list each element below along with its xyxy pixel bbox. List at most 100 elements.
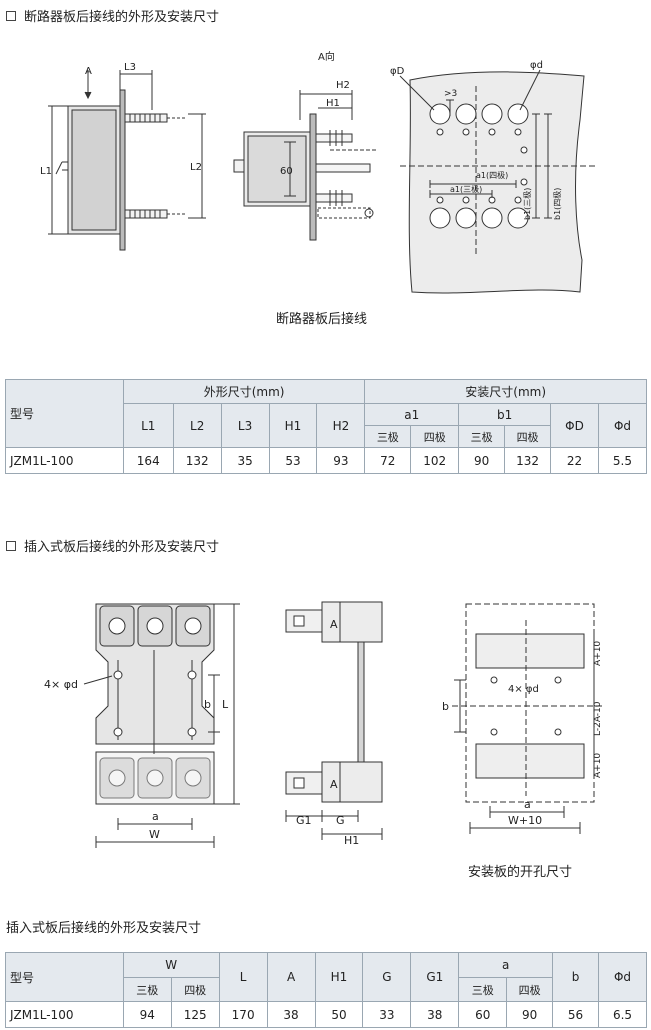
- th-b1-three: 三极: [458, 425, 506, 448]
- label-H1: H1: [344, 834, 359, 847]
- section2-heading: 插入式板后接线的外形及安装尺寸: [6, 536, 219, 555]
- cell-L3: 35: [220, 447, 270, 474]
- label-A-top: A: [330, 618, 338, 631]
- label-H1: H1: [326, 98, 340, 109]
- label-A10-bottom: A+10: [593, 753, 603, 778]
- th-G: G: [362, 952, 412, 1002]
- table-row: JZM1L-100 94 125 170 38 50 33 38 60 90 5…: [5, 1001, 647, 1028]
- label-A: A: [85, 66, 92, 77]
- th-a-four: 四极: [506, 977, 554, 1002]
- mounting-plate-side: [119, 89, 126, 251]
- label-A-bottom: A: [330, 778, 338, 791]
- cell-a1-four: 102: [410, 447, 460, 474]
- cell-W-three: 94: [122, 1001, 172, 1028]
- label-W10: W+10: [508, 814, 542, 827]
- cell-a-four: 90: [506, 1001, 554, 1028]
- cell-L2: 132: [172, 447, 222, 474]
- plug-in-side-bottom: [321, 761, 383, 803]
- label-a-panel: a: [524, 798, 531, 811]
- th-a1: a1: [364, 403, 460, 426]
- th-W-four: 四极: [170, 977, 220, 1002]
- th-model: 型号: [5, 952, 124, 1002]
- label-G: G: [336, 814, 345, 827]
- checkbox-square-icon: [6, 10, 16, 21]
- label-60: 60: [280, 166, 293, 177]
- cell-L1: 164: [122, 447, 174, 474]
- label-phid: φd: [530, 60, 543, 71]
- breaker-rear-wiring-drawing: A L3 L1 L2 A向 H2 H1 60 φD φd >3 a1(四极) a…: [40, 50, 596, 294]
- cell-a1-three: 72: [364, 447, 412, 474]
- label-gt3: >3: [444, 89, 457, 99]
- th-L2: L2: [172, 403, 222, 448]
- plug-in-rear-wiring-drawing: 4× φd b L a W A A G1 G H1 4× φd A+10 L-2…: [44, 601, 603, 848]
- th-a-three: 三极: [458, 977, 508, 1002]
- label-L: L: [222, 698, 229, 711]
- cell-b1-three: 90: [458, 447, 506, 474]
- th-L1: L1: [122, 403, 174, 448]
- cell-H2: 93: [316, 447, 366, 474]
- breaker-spec-table: 型号 外形尺寸(mm) 安装尺寸(mm) L1 L2 L3 H1 H2 a1 b…: [5, 379, 648, 474]
- cell-W-four: 125: [170, 1001, 220, 1028]
- th-H2: H2: [316, 403, 366, 448]
- th-b1-four: 四极: [504, 425, 552, 448]
- th-install-group: 安装尺寸(mm): [364, 379, 647, 404]
- th-phid: Φd: [598, 952, 647, 1002]
- th-H1: H1: [314, 952, 364, 1002]
- label-L3: L3: [124, 62, 136, 73]
- th-a1-four: 四极: [410, 425, 460, 448]
- label-b1-4pole: b1(四极): [552, 188, 562, 220]
- th-A: A: [266, 952, 316, 1002]
- mounting-plate-outline: [408, 71, 585, 294]
- cell-L: 170: [218, 1001, 268, 1028]
- section2-heading-text: 插入式板后接线的外形及安装尺寸: [24, 540, 220, 555]
- cell-a-three: 60: [458, 1001, 508, 1028]
- th-W-three: 三极: [122, 977, 172, 1002]
- cell-H1: 50: [314, 1001, 364, 1028]
- label-L1: L1: [40, 166, 52, 177]
- cell-G: 33: [362, 1001, 412, 1028]
- plug-in-side-top: [321, 601, 383, 643]
- label-L2: L2: [190, 162, 202, 173]
- label-a1-4pole: a1(四极): [476, 170, 508, 180]
- cell-b1-four: 132: [504, 447, 552, 474]
- th-H1: H1: [268, 403, 318, 448]
- cell-G1: 38: [410, 1001, 460, 1028]
- label-phiD: φD: [390, 66, 405, 77]
- section2-caption: 安装板的开孔尺寸: [468, 865, 573, 880]
- section1-caption: 断路器板后接线: [276, 312, 368, 327]
- th-model: 型号: [5, 379, 124, 448]
- label-W: W: [149, 828, 160, 841]
- label-b: b: [204, 698, 211, 711]
- label-4-holes: 4× φd: [44, 678, 78, 691]
- label-G1: G1: [296, 814, 312, 827]
- cell-A: 38: [266, 1001, 316, 1028]
- label-view-A: A向: [318, 50, 335, 63]
- label-L-2A-10: L-2A-10: [593, 701, 603, 736]
- label-A10-top: A+10: [593, 641, 603, 666]
- th-phid: Φd: [597, 403, 648, 448]
- cell-model: JZM1L-100: [5, 1001, 124, 1028]
- section3-heading-text: 插入式板后接线的外形及安装尺寸: [6, 921, 202, 936]
- section3-heading: 插入式板后接线的外形及安装尺寸: [6, 917, 201, 936]
- th-b1: b1: [458, 403, 552, 426]
- label-a1-3pole: a1(三极): [450, 184, 482, 194]
- table-row: JZM1L-100 164 132 35 53 93 72 102 90 132…: [5, 447, 648, 474]
- th-W: W: [122, 952, 220, 978]
- th-a1-three: 三极: [364, 425, 412, 448]
- th-L: L: [218, 952, 268, 1002]
- th-phiD: ΦD: [550, 403, 599, 448]
- th-outline-group: 外形尺寸(mm): [122, 379, 366, 404]
- th-b: b: [552, 952, 599, 1002]
- th-a: a: [458, 952, 554, 978]
- label-a: a: [152, 810, 159, 823]
- th-L3: L3: [220, 403, 270, 448]
- label-b1-3pole: b1(三极): [522, 188, 532, 220]
- section1-heading-text: 断路器板后接线的外形及安装尺寸: [24, 10, 220, 25]
- cell-phiD: 22: [550, 447, 599, 474]
- checkbox-square-icon: [6, 540, 16, 551]
- cell-phid: 5.5: [597, 447, 648, 474]
- section1-heading: 断路器板后接线的外形及安装尺寸: [6, 6, 219, 25]
- cell-H1: 53: [268, 447, 318, 474]
- label-H2: H2: [336, 80, 350, 91]
- label-4-holes-panel: 4× φd: [508, 684, 539, 695]
